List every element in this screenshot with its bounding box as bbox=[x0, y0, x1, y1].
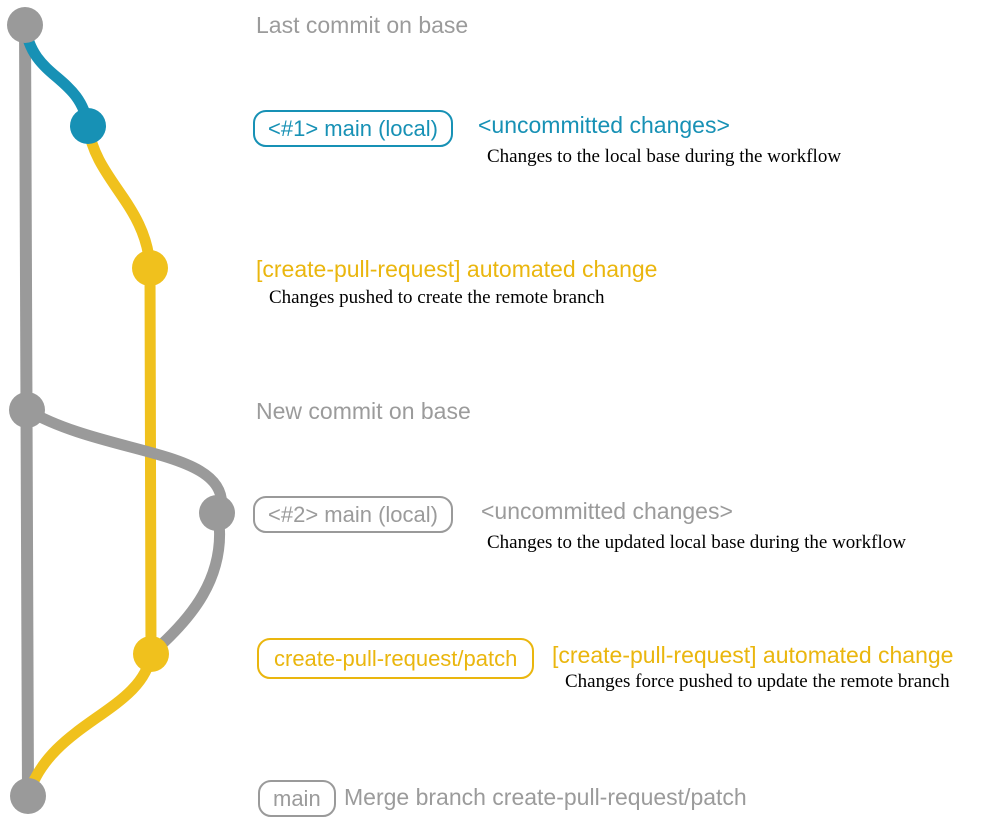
annotation-new-commit-on-base: New commit on base bbox=[256, 398, 471, 424]
branch-edge-local-main-2-rebase bbox=[145, 508, 225, 660]
commit-node-new-base bbox=[9, 392, 45, 428]
commit-heading-automated-1: [create-pull-request] automated change bbox=[256, 256, 658, 282]
branch-label-main-local-1: <#1> main (local) bbox=[253, 110, 453, 147]
commit-heading-merge: Merge branch create-pull-request/patch bbox=[344, 784, 747, 810]
commit-node-merge bbox=[10, 778, 46, 814]
branch-label-create-pull-request-patch: create-pull-request/patch bbox=[257, 638, 535, 679]
branch-edge-patch-merge bbox=[22, 648, 157, 802]
commit-node-automated-change-1 bbox=[132, 250, 168, 286]
commit-node-local-main-2 bbox=[199, 495, 235, 531]
branch-label-main-local-2: <#2> main (local) bbox=[253, 496, 453, 533]
commit-heading-uncommitted-1: <uncommitted changes> bbox=[478, 112, 730, 138]
commit-node-automated-change-2 bbox=[133, 636, 169, 672]
branch-edge-patch-create bbox=[82, 120, 156, 274]
commit-caption-uncommitted-2: Changes to the updated local base during… bbox=[487, 532, 906, 553]
commit-caption-automated-1: Changes pushed to create the remote bran… bbox=[269, 287, 605, 308]
annotation-last-commit-on-base: Last commit on base bbox=[256, 12, 469, 38]
commit-caption-uncommitted-1: Changes to the local base during the wor… bbox=[487, 146, 842, 167]
commit-heading-uncommitted-2: <uncommitted changes> bbox=[481, 498, 733, 524]
branch-label-main: main bbox=[258, 780, 336, 817]
commit-node-local-main-1 bbox=[70, 108, 106, 144]
commit-node-last-base bbox=[7, 7, 43, 43]
branch-edge-local-main-2 bbox=[21, 404, 228, 522]
commit-heading-automated-2: [create-pull-request] automated change bbox=[552, 642, 954, 668]
commit-caption-automated-2: Changes force pushed to update the remot… bbox=[565, 671, 950, 692]
branch-edge-patch-trunk bbox=[144, 262, 157, 660]
